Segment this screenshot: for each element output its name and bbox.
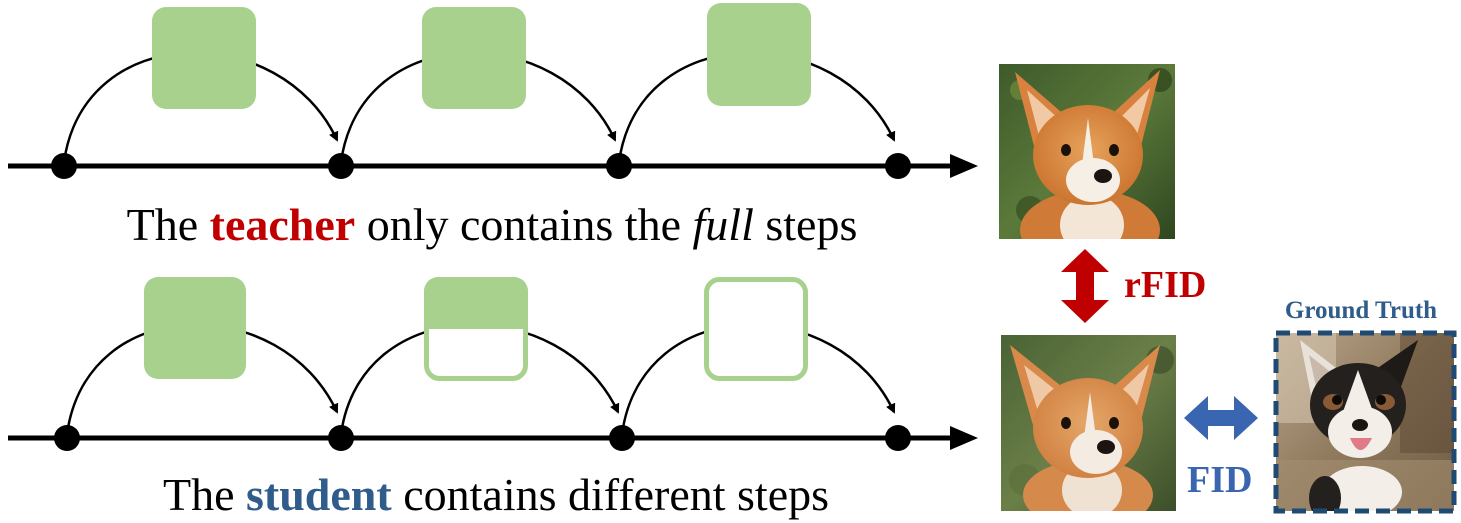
ground-truth-image: [1273, 330, 1457, 514]
teacher-output-image: [999, 64, 1175, 239]
teacher-node-2: [328, 153, 354, 179]
teacher-step-box-2: [422, 7, 526, 109]
student-step-fill-2: [424, 277, 528, 329]
student-step-box-2: [424, 277, 528, 381]
fid-comparison: FID: [1184, 396, 1258, 501]
teacher-caption-suffix: steps: [754, 199, 858, 250]
teacher-node-3: [606, 153, 632, 179]
teacher-step-fill-3: [707, 3, 811, 106]
ground-truth-frame: [1273, 330, 1457, 514]
student-step-box-3: [704, 277, 808, 381]
student-caption-prefix: The: [163, 469, 246, 520]
teacher-caption-italic: full: [693, 199, 754, 250]
teacher-caption-middle: only contains the: [355, 199, 692, 250]
student-step-outline-2: [424, 277, 528, 381]
teacher-step-fill-1: [152, 7, 256, 109]
rfid-comparison: rFID: [1061, 249, 1206, 323]
student-node-1: [54, 425, 80, 451]
student-step-fill-1: [144, 277, 246, 379]
student-caption: The student contains different steps: [163, 469, 829, 520]
ground-truth-panel: Ground Truth: [1273, 297, 1457, 514]
teacher-row: The teacher only contains the full steps: [8, 3, 978, 250]
rfid-label: rFID: [1124, 264, 1206, 306]
teacher-node-4: [885, 153, 911, 179]
student-step-box-1: [144, 277, 246, 379]
student-timeline-arrowhead: [950, 426, 978, 450]
student-steps: [65, 277, 896, 435]
student-caption-suffix: contains different steps: [392, 469, 829, 520]
fid-double-arrow: [1184, 396, 1258, 440]
teacher-node-1: [51, 153, 77, 179]
teacher-step-box-1: [152, 7, 256, 109]
teacher-step-box-3: [707, 3, 811, 106]
student-node-2: [328, 425, 354, 451]
rfid-double-arrow: [1061, 249, 1109, 323]
teacher-caption-prefix: The: [127, 199, 210, 250]
student-row: The student contains different steps: [8, 277, 978, 520]
fid-label: FID: [1187, 459, 1252, 501]
teacher-steps: [62, 3, 896, 163]
student-node-3: [609, 425, 635, 451]
student-caption-emphasis: student: [246, 469, 392, 520]
teacher-caption: The teacher only contains the full steps: [127, 199, 858, 250]
ground-truth-label: Ground Truth: [1285, 297, 1437, 324]
teacher-caption-emphasis: teacher: [210, 199, 356, 250]
teacher-timeline-arrowhead: [950, 154, 978, 178]
teacher-step-fill-2: [422, 7, 526, 109]
student-step-outline-3: [704, 277, 808, 381]
student-output-image: [1001, 335, 1176, 511]
student-node-4: [885, 425, 911, 451]
